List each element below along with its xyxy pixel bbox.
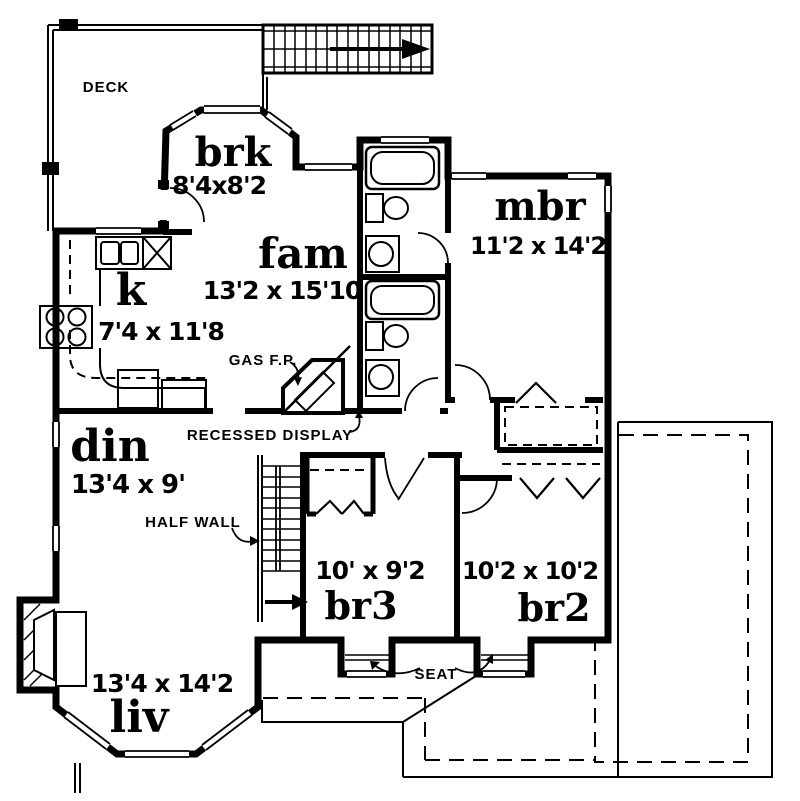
note-recessed-display: RECESSED DISPLAY <box>187 427 353 444</box>
dim-label-liv: 13'4 x 14'2 <box>91 669 233 698</box>
leader-recessed-display <box>349 415 361 433</box>
interior-walls <box>56 167 603 640</box>
vanity-upper <box>365 235 400 273</box>
mbr-closet <box>504 406 598 446</box>
kitchen-island <box>117 369 159 409</box>
room-label-k: k <box>116 265 148 316</box>
stove <box>39 305 93 349</box>
window-seats <box>345 654 529 661</box>
leader-seat-left <box>373 664 421 675</box>
window-seat-br3 <box>345 654 389 661</box>
room-label-mbr: mbr <box>494 183 586 230</box>
room-label-brk: brk <box>195 129 273 176</box>
room-label-liv: liv <box>110 692 170 743</box>
dim-label-mbr: 11'2 x 14'2 <box>470 232 606 260</box>
stair-up-arrow <box>292 594 308 610</box>
room-label-br3: br3 <box>324 583 397 628</box>
note-half-wall: HALF WALL <box>145 514 241 531</box>
deck-railing <box>42 19 268 231</box>
dim-label-fam: 13'2 x 15'10 <box>203 276 362 305</box>
leader-seat-right <box>454 659 491 674</box>
bathtub-lower <box>364 279 441 321</box>
half-wall <box>257 455 263 622</box>
interior-stairs <box>263 465 308 610</box>
dishwasher <box>142 236 172 270</box>
bathroom-fixtures <box>364 145 441 397</box>
dim-label-din: 13'4 x 9' <box>71 470 185 500</box>
room-label-br2: br2 <box>517 585 590 630</box>
note-gas-fp: GAS F.P. <box>229 352 298 369</box>
gas-fireplace <box>281 345 351 415</box>
closet-shelving <box>310 406 600 471</box>
exterior-stairs <box>261 23 434 75</box>
bathtub-upper <box>364 145 441 191</box>
dim-label-br2: 10'2 x 10'2 <box>462 557 598 585</box>
doors <box>158 180 601 515</box>
vanity-lower <box>365 359 400 397</box>
dim-label-k: 7'4 x 11'8 <box>98 317 224 346</box>
living-fireplace <box>23 603 87 687</box>
windows <box>50 104 614 760</box>
room-label-din: din <box>70 421 149 472</box>
dim-label-br3: 10' x 9'2 <box>315 556 424 585</box>
roof-outline <box>74 421 773 793</box>
upper-cabinets <box>69 240 210 379</box>
leaders <box>231 361 493 675</box>
room-label-deck: DECK <box>83 79 130 96</box>
dim-label-brk: 8'4x8'2 <box>172 171 266 200</box>
stair-direction-arrow <box>402 39 430 59</box>
room-label-fam: fam <box>258 229 348 278</box>
kitchen-fixtures <box>39 236 210 410</box>
note-seat: SEAT <box>415 666 458 683</box>
